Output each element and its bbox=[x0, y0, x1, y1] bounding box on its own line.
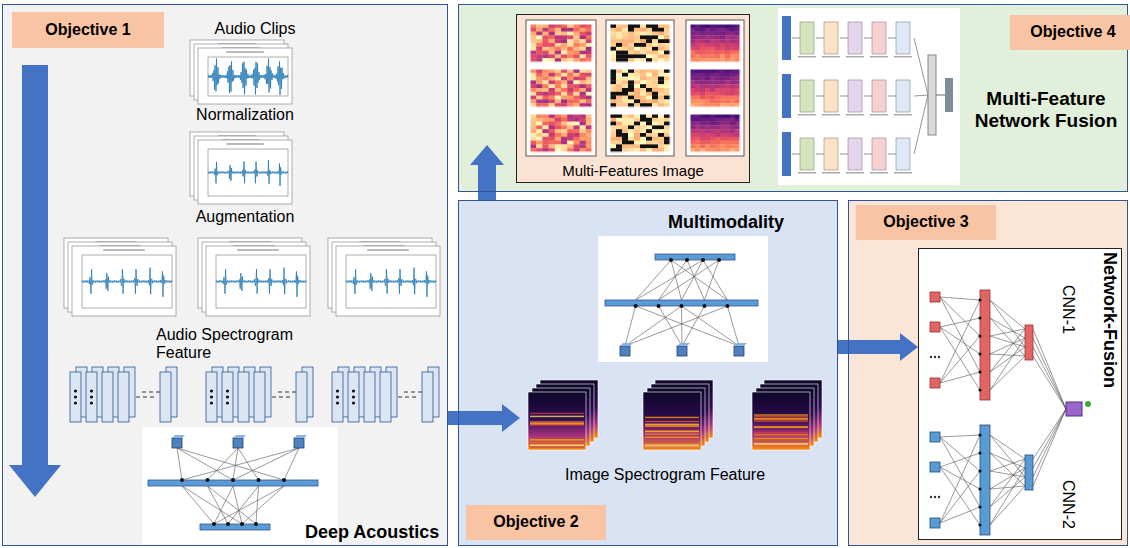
vertical-title: Network-Fusion bbox=[1099, 252, 1120, 388]
step-label: Audio Clips bbox=[200, 20, 310, 38]
waveform-plot bbox=[206, 246, 310, 316]
feature-tile bbox=[610, 114, 670, 152]
spectrogram-stack bbox=[643, 380, 713, 450]
tile-column bbox=[526, 20, 596, 156]
step-label: Audio Spectrogram Feature bbox=[156, 326, 331, 363]
spectrogram-stack bbox=[528, 380, 598, 450]
waveform-plot bbox=[336, 246, 440, 316]
objective-tag: Objective 3 bbox=[856, 205, 996, 240]
panel-ground bbox=[848, 200, 1128, 546]
fusion-box: Network-Fusion CNN-1CNN-2 bbox=[918, 248, 1122, 540]
network-sketch bbox=[148, 435, 318, 530]
architecture-sketch bbox=[782, 16, 953, 176]
tag-text: Objective 4 bbox=[1010, 15, 1130, 50]
step-label: Normalization bbox=[180, 106, 310, 124]
feature-tile bbox=[690, 114, 740, 152]
waveform-plot bbox=[198, 48, 292, 104]
waveform-plot bbox=[72, 246, 176, 316]
objective-panel: Objective 2 MultimodalityImage Spectrogra… bbox=[458, 200, 838, 546]
feature-bars bbox=[206, 367, 313, 422]
panel-title: Multi-Feature Network Fusion bbox=[968, 88, 1124, 132]
objective-tag: Objective 2 bbox=[466, 505, 606, 540]
network-sketch bbox=[605, 254, 758, 356]
panel-title: Deep Acoustics bbox=[305, 522, 443, 543]
feature-tile bbox=[530, 69, 592, 107]
feature-bars bbox=[332, 367, 439, 422]
panel-ground bbox=[2, 4, 448, 546]
box-caption: Multi-Features Image bbox=[516, 162, 750, 179]
feature-tile bbox=[530, 114, 592, 152]
objective-panel: Objective 4 Multi-Features Image Multi-Fea… bbox=[458, 4, 1128, 192]
tag-text: Objective 2 bbox=[466, 505, 606, 540]
feature-caption: Image Spectrogram Feature bbox=[500, 466, 830, 484]
flow-arrow bbox=[9, 65, 61, 497]
objective-tag: Objective 1 bbox=[12, 12, 164, 48]
feature-tile bbox=[530, 24, 592, 62]
objective-panel: Objective 3 Network-Fusion CNN-1CNN-2 bbox=[848, 200, 1128, 546]
feature-tile bbox=[610, 24, 670, 62]
tile-column bbox=[686, 20, 744, 156]
flow-arrow bbox=[838, 333, 918, 361]
tag-text: Objective 3 bbox=[856, 205, 996, 240]
waveform-plot bbox=[198, 140, 292, 204]
feature-bars bbox=[70, 367, 177, 422]
image-box: Multi-Features Image bbox=[516, 14, 750, 183]
network-label: CNN-2 bbox=[1059, 480, 1077, 529]
tile-column bbox=[606, 20, 674, 156]
feature-tile bbox=[690, 69, 740, 107]
panel-ground bbox=[458, 200, 838, 546]
panel-title: Multimodality bbox=[668, 212, 828, 233]
feature-tile bbox=[610, 69, 670, 107]
image-ground bbox=[516, 14, 750, 183]
spectrogram-stack bbox=[752, 380, 822, 450]
tag-text: Objective 1 bbox=[12, 12, 164, 48]
feature-tile bbox=[690, 24, 740, 62]
white-backdrop bbox=[918, 248, 1122, 540]
white-backdrop bbox=[598, 236, 768, 362]
white-backdrop bbox=[778, 8, 960, 185]
objective-tag: Objective 4 bbox=[1010, 15, 1130, 50]
step-label: Augmentation bbox=[180, 208, 310, 226]
network-label: CNN-1 bbox=[1059, 285, 1077, 334]
objective-panel: Objective 1 Deep Acoustics bbox=[2, 4, 448, 546]
